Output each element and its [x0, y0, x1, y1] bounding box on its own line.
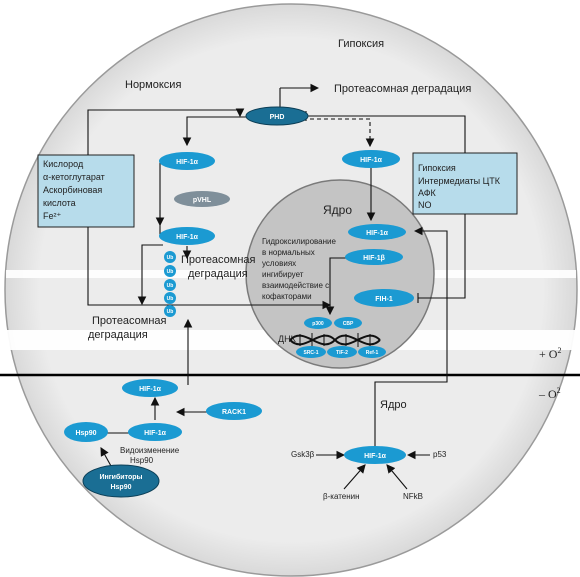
svg-text:HIF-1α: HIF-1α	[360, 157, 383, 164]
left-box-to-fih	[87, 227, 332, 310]
svg-text:HIF-1α: HIF-1α	[176, 159, 199, 166]
hydroxylation-line-2: в нормальных	[262, 248, 315, 257]
phd-to-hif-left	[182, 116, 250, 147]
proteasome-mid-label-1: Протеасомная	[181, 254, 256, 266]
p300-node: p300	[304, 317, 332, 329]
svg-text:p300: p300	[312, 321, 324, 327]
hsp90-node: Hsp90	[64, 422, 108, 442]
ref-node: Ref-1	[358, 346, 386, 358]
hsp90-modification-label-1: Видоизменение	[120, 446, 180, 455]
left-box-line-4: кислота	[43, 198, 76, 208]
svg-text:HIF-1α: HIF-1α	[176, 234, 199, 241]
svg-text:Hsp90: Hsp90	[110, 484, 131, 491]
bcatenin-to-hif	[343, 464, 366, 490]
hif-bottom-to-nucleus	[374, 226, 448, 448]
minus-o2-label: – O2	[538, 386, 561, 401]
svg-text:HIF-1α: HIF-1α	[144, 430, 167, 437]
hif-left-2-node: HIF-1α	[159, 227, 215, 245]
cbp-node: CBP	[334, 317, 362, 329]
svg-text:Hsp90: Hsp90	[75, 430, 96, 437]
right-box-to-phd	[306, 115, 466, 153]
hif-right-node: HIF-1α	[342, 150, 400, 168]
svg-text:Ub: Ub	[167, 283, 174, 289]
hydroxylation-line-1: Гидроксилирование	[262, 237, 337, 246]
right-box-line-1: Гипоксия	[418, 163, 456, 173]
hif-nucleus-node: HIF-1α	[348, 224, 406, 240]
svg-text:HIF-1α: HIF-1α	[139, 386, 162, 393]
hydroxylation-line-4: ингибирует	[262, 270, 304, 279]
left-box-line-2: α-кетоглутарат	[43, 172, 105, 182]
src-node: SRC-1	[296, 346, 326, 358]
right-box-line-4: NO	[418, 200, 432, 210]
hypoxia-label: Гипоксия	[338, 38, 384, 50]
nfkb-label: NFkB	[403, 492, 423, 501]
right-box-line-2: Интермедиаты ЦТК	[418, 176, 501, 186]
nfkb-to-hif	[386, 464, 408, 490]
gsk3b-label: Gsk3β	[291, 450, 315, 459]
hif-left-node: HIF-1α	[159, 152, 215, 170]
phd-dashed-to-hif	[310, 118, 375, 148]
svg-text:RACK1: RACK1	[222, 409, 246, 416]
ubiquitin-chain: Ub Ub Ub Ub Ub	[164, 251, 176, 317]
bcatenin-label: β-катенин	[323, 492, 360, 501]
hif-bottom-node: HIF-1α	[344, 446, 406, 464]
hif-beta-to-dna	[325, 257, 346, 316]
plus-o2-label: + O2	[539, 346, 561, 361]
svg-text:pVHL: pVHL	[193, 197, 212, 204]
hydroxylation-line-5: взаимодействие с	[262, 281, 329, 290]
svg-text:SRC-1: SRC-1	[303, 350, 318, 356]
svg-text:Ub: Ub	[167, 296, 174, 302]
left-cofactor-box	[37, 154, 135, 228]
p53-label: p53	[433, 450, 447, 459]
left-box-line-5: Fe²⁺	[43, 211, 62, 221]
hydroxylation-line-3: условиях	[262, 259, 296, 268]
svg-text:PHD: PHD	[270, 114, 285, 121]
svg-text:Ub: Ub	[167, 269, 174, 275]
fih-node: FIH-1	[354, 289, 414, 307]
svg-text:Ub: Ub	[167, 255, 174, 261]
svg-text:Ингибиторы: Ингибиторы	[100, 473, 143, 481]
left-box-line-1: Кислород	[43, 159, 84, 169]
hif-low-2-node: HIF-1α	[128, 423, 182, 441]
rack1-node: RACK1	[206, 402, 262, 420]
hydroxylation-line-6: кофакторами	[262, 292, 312, 301]
phd-node: PHD	[245, 106, 309, 126]
hsp90-inhibitors-node: Ингибиторы Hsp90	[82, 464, 160, 498]
svg-text:TIF-2: TIF-2	[336, 350, 348, 356]
svg-text:Ub: Ub	[167, 309, 174, 315]
svg-text:FIH-1: FIH-1	[375, 296, 393, 303]
left-box-to-phd	[87, 108, 245, 155]
svg-text:HIF-1β: HIF-1β	[363, 255, 386, 262]
hsp90-modification-label-2: Hsp90	[130, 456, 154, 465]
proteasome-left-label-1: Протеасомная	[92, 315, 167, 327]
normoxia-label: Нормоксия	[125, 79, 181, 91]
tif-node: TIF-2	[327, 346, 357, 358]
dna-label: ДНК	[278, 334, 297, 344]
proteasome-mid-label-2: деградация	[188, 268, 248, 280]
dna-helix	[289, 333, 381, 347]
right-box-line-3: АФК	[418, 188, 437, 198]
svg-text:HIF-1α: HIF-1α	[364, 453, 387, 460]
left-box-line-3: Аскорбиновая	[43, 185, 102, 195]
nucleus-label: Ядро	[323, 203, 352, 217]
svg-text:CBP: CBP	[343, 321, 354, 327]
svg-text:HIF-1α: HIF-1α	[366, 230, 389, 237]
hif-left-2-to-left-degradation	[137, 244, 163, 306]
hif-beta-node: HIF-1β	[345, 249, 403, 265]
hif-low-1-node: HIF-1α	[122, 379, 178, 397]
pvhl-node: pVHL	[174, 191, 230, 207]
svg-text:Ref-1: Ref-1	[366, 350, 379, 356]
right-box-to-fih	[418, 214, 466, 299]
inhibitors-to-hsp90	[100, 447, 112, 467]
proteasome-left-label-2: деградация	[88, 329, 148, 341]
nucleus-bottom-label: Ядро	[380, 399, 407, 411]
proteasome-top-label: Протеасомная деградация	[334, 83, 471, 95]
right-hypoxia-box	[412, 152, 518, 215]
